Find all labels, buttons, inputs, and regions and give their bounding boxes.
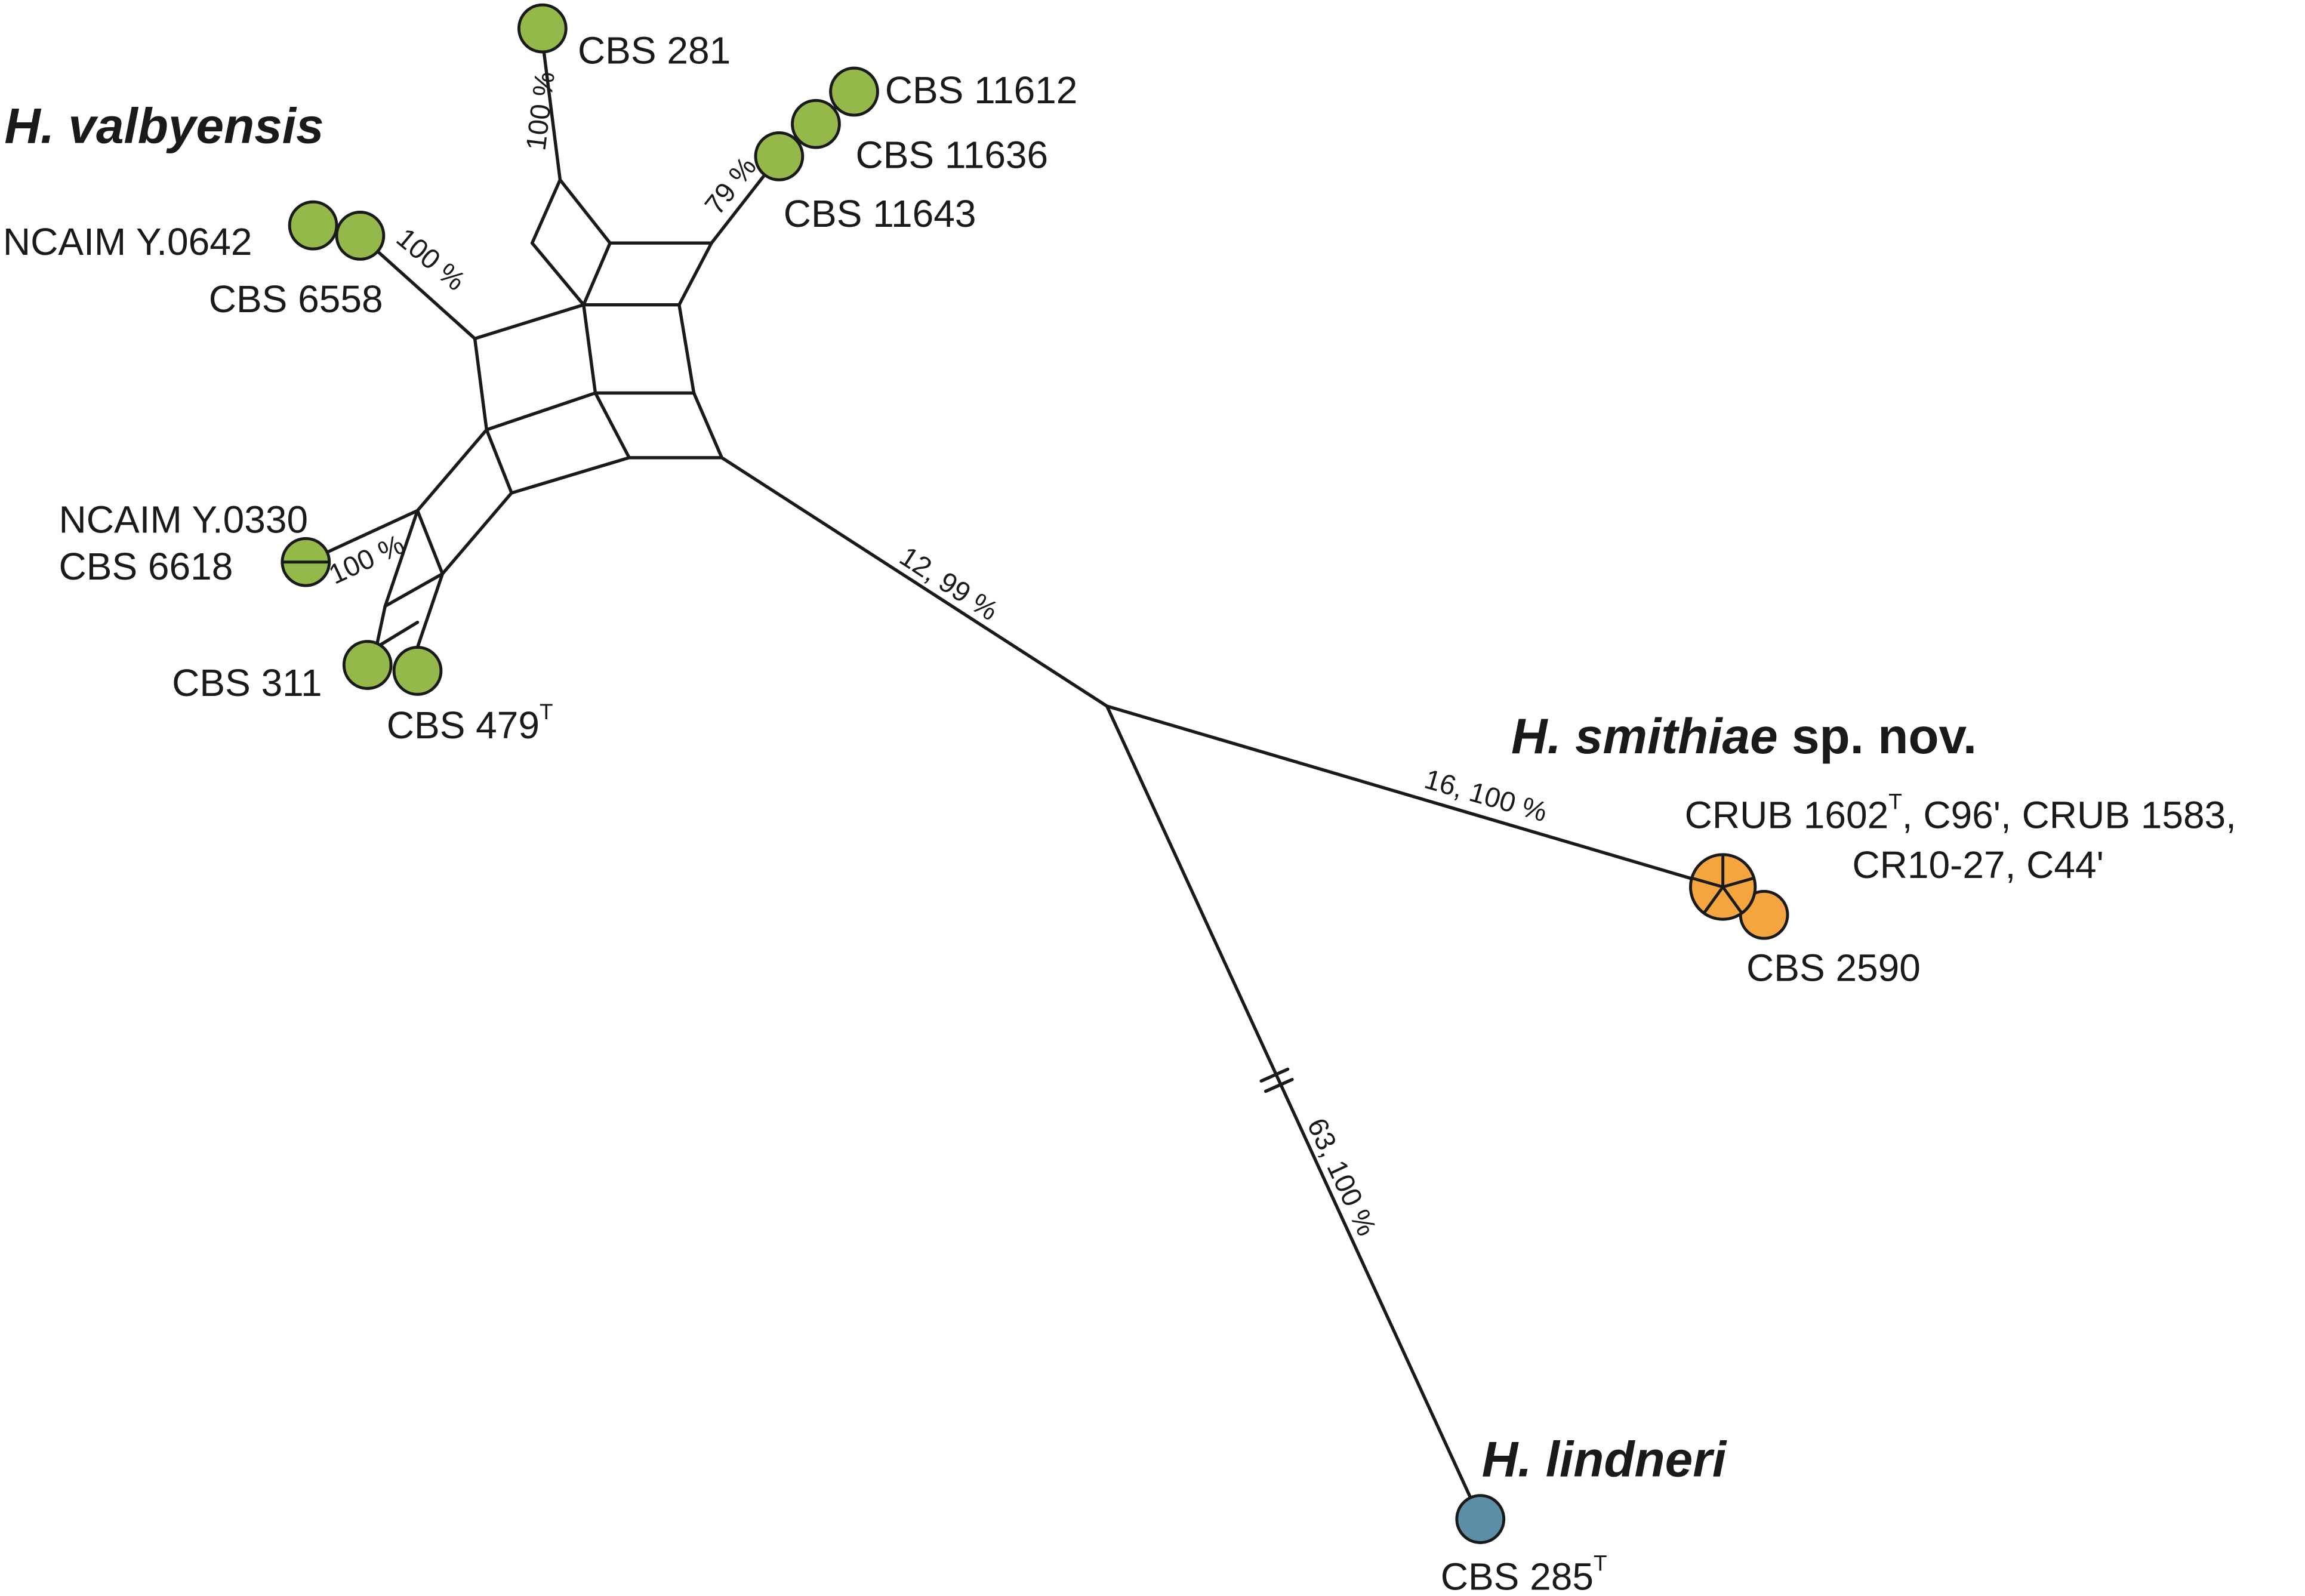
node-cbs11636 [791,98,841,149]
strain-labels: CBS 281 CBS 11612 CBS 11636 CBS 11643 NC… [3,29,2236,1596]
nodes-lindneri [1455,1494,1506,1544]
node-cbs285 [1455,1494,1506,1544]
branch-break-mark [1264,1077,1294,1093]
net-edge [692,391,724,460]
strain-label-ncaim0330: NCAIM Y.0330 [59,498,309,541]
node-cbs11612 [829,66,879,117]
net-edge [374,620,420,649]
species-label-valbyensis: H. valbyensis [4,98,323,154]
net-edge [415,428,488,513]
species-labels: H. valbyensis H. smithiae sp. nov. H. li… [4,98,1977,1487]
net-edge [383,572,445,608]
node-split-line [1691,876,1724,889]
net-edge [415,572,445,649]
net-edge [677,241,713,307]
node-split-line [1721,886,1743,914]
species-label-smithiae: H. smithiae sp. nov. [1511,708,1977,764]
net-edge [440,491,513,576]
branch-smithiae-main [1105,704,1722,889]
strain-label-crub-line2: CR10-27, C44' [1852,843,2103,886]
strain-label-cbs11612: CBS 11612 [885,69,1078,112]
net-edge [473,337,488,432]
net-edge [593,391,631,460]
strain-label-cbs285: CBS 285T [1441,1551,1607,1596]
branch-cbs281 [541,38,562,182]
node-ncaim0642 [288,200,338,251]
strain-label-cbs479: CBS 479T [387,700,553,747]
node-split-line [1722,876,1755,889]
network-edges [374,178,724,649]
net-edge [485,428,513,495]
strain-label-cbs11636: CBS 11636 [855,134,1048,177]
strain-label-cbs6558: CBS 6558 [209,278,383,321]
nodes-valbyensis [281,3,879,696]
support-labels: 100 % 79 % 100 % 100 % 12, 99 % 16, 100 … [324,70,1551,1240]
node-cbs479 [392,646,443,696]
net-edge [530,178,562,245]
net-edge [374,604,387,649]
strain-label-cbs281: CBS 281 [578,29,731,72]
strain-label-cbs6618: CBS 6618 [59,545,233,588]
species-label-lindneri: H. lindneri [1482,1431,1727,1487]
branch-cbs6558 [358,234,477,341]
support-label-cbs6558: 100 % [391,222,472,297]
node-cbs281 [517,3,568,54]
node-cbs11643 [754,131,805,181]
branch-break-mark [1259,1067,1290,1083]
support-label-cbs6618: 100 % [324,528,409,590]
strain-label-cbs11643: CBS 11643 [784,192,976,235]
net-edge [530,241,586,307]
strain-label-ncaim0642: NCAIM Y.0642 [3,220,252,263]
net-edge [677,303,696,395]
net-edge [582,303,597,395]
branch-lindneri-main [1105,704,1482,1521]
terminal-branches [304,38,1722,1521]
node-cbs311 [342,640,393,690]
net-edge [383,509,420,608]
strain-label-crub-line1: CRUB 1602T, C96', CRUB 1583, [1685,789,2236,836]
net-edge [473,303,586,341]
branch-valbyensis-main [720,456,1109,708]
support-label-cbs11643: 79 % [699,151,763,220]
net-edge [582,241,612,307]
net-edge [558,178,612,245]
strain-label-cbs311: CBS 311 [172,661,322,704]
net-edge [485,391,597,432]
node-split-line [1702,886,1724,914]
support-label-valbyensis-branch: 12, 99 % [894,540,1003,626]
node-cbs6558 [335,211,386,261]
strain-label-cbs2590: CBS 2590 [1746,947,1921,990]
nodes-smithiae [1688,853,1789,940]
net-edge [510,456,631,495]
net-edge [415,509,445,576]
